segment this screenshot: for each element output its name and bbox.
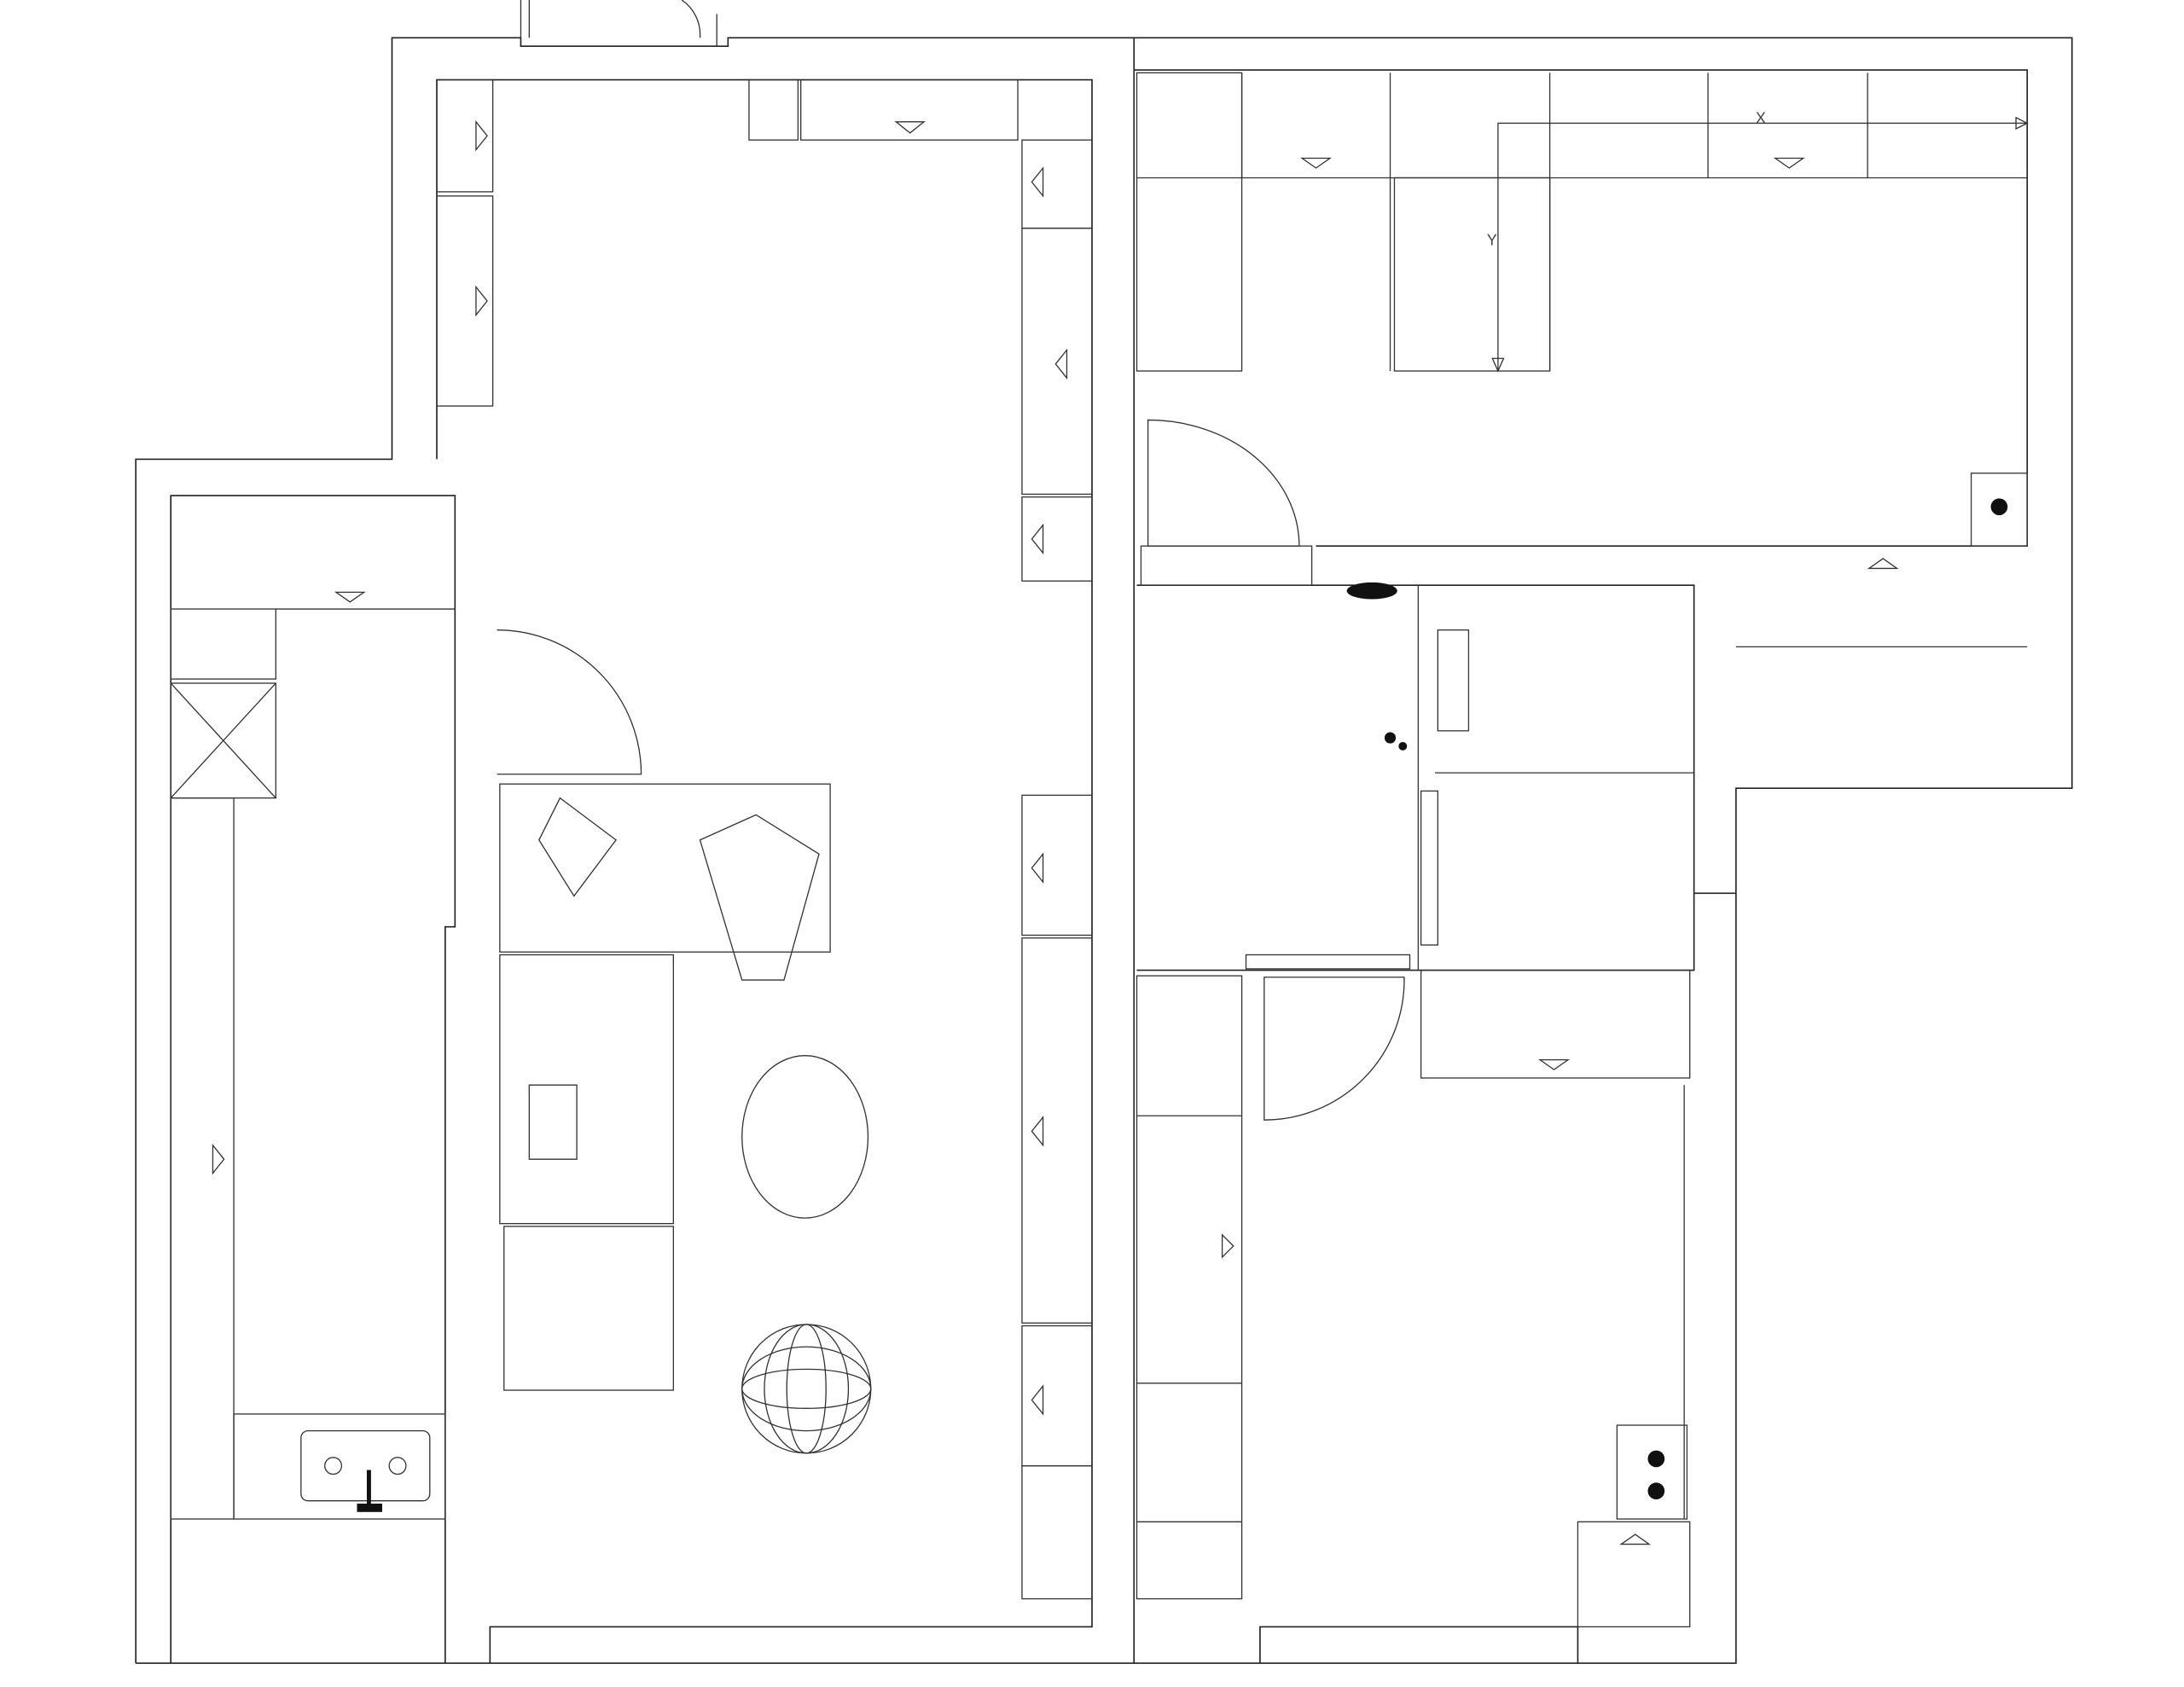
coffee-table <box>741 1055 869 1219</box>
cabinets-living <box>436 78 1093 1600</box>
bedroom-upper: X Y <box>1136 72 2029 648</box>
kitchen <box>170 591 456 1520</box>
axis-label-x: X <box>1756 109 1766 126</box>
sofa <box>499 783 831 1391</box>
exterior-walls <box>135 37 2073 1664</box>
axis-label-y: Y <box>1487 231 1497 248</box>
pouf <box>741 1324 872 1454</box>
bedroom-lower <box>1136 954 1691 1628</box>
bathroom <box>1346 582 1694 971</box>
entrance-door <box>520 0 717 47</box>
